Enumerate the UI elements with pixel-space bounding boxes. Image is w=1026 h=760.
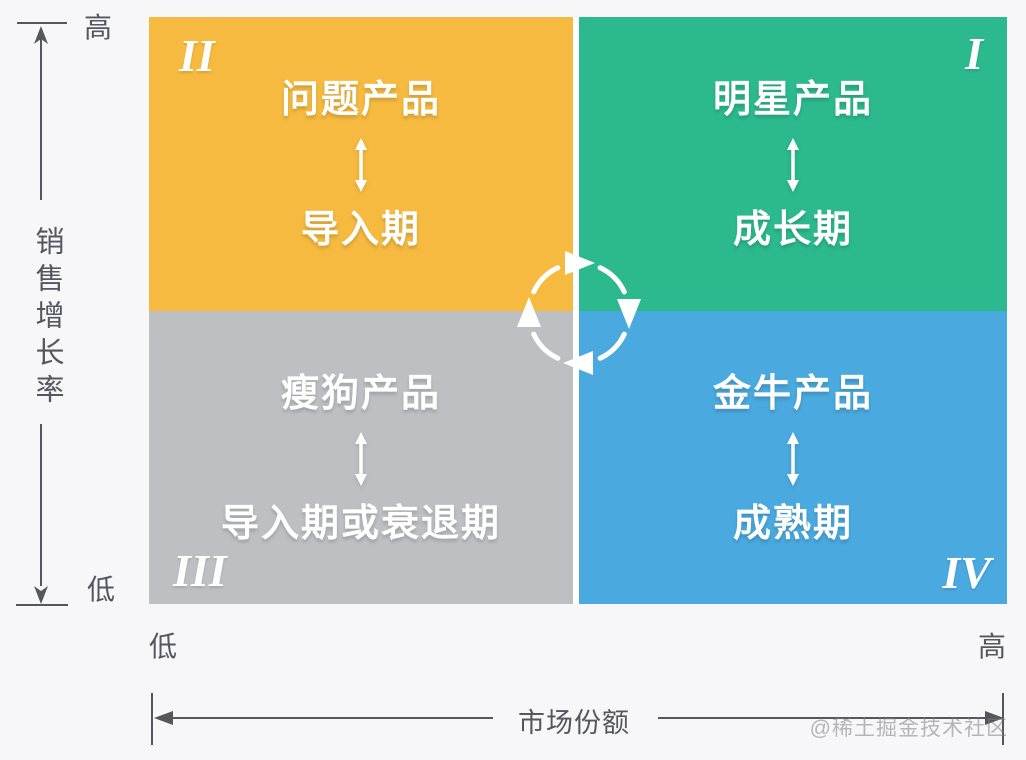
quadrant-dog-products: III 瘦狗产品 导入期或衰退期 — [149, 311, 573, 604]
x-axis-low-label: 低 — [149, 631, 178, 662]
product-label-question: 问题产品 — [280, 79, 441, 121]
stage-label-dog: 导入期或衰退期 — [220, 503, 501, 545]
matrix-divider — [573, 17, 579, 604]
y-axis-arrow — [16, 22, 68, 606]
y-axis-title: 销售增长率 — [31, 226, 63, 411]
up-down-arrow-icon — [787, 138, 799, 192]
quadrant-iii-numeral: III — [173, 545, 227, 596]
matrix: II 问题产品 导入期 I 明星产品 成长期 — [149, 17, 1007, 604]
y-axis-low-label: 低 — [87, 574, 116, 605]
quadrant-star-products: I 明星产品 成长期 — [579, 17, 1007, 311]
product-label-star: 明星产品 — [712, 79, 873, 121]
x-axis-arrow — [151, 693, 1004, 745]
x-axis-high-label: 高 — [978, 631, 1007, 662]
up-down-arrow-icon — [787, 432, 799, 486]
quadrant-question-products: II 问题产品 导入期 — [149, 17, 573, 311]
quadrant-ii-numeral: II — [179, 30, 215, 81]
quadrant-cashcow-products: IV 金牛产品 成熟期 — [579, 311, 1007, 604]
product-label-dog: 瘦狗产品 — [280, 373, 441, 415]
quadrant-i-numeral: I — [965, 28, 983, 79]
stage-label-question: 导入期 — [300, 209, 421, 251]
up-down-arrow-icon — [355, 138, 367, 192]
quadrant-iv-numeral: IV — [942, 547, 991, 598]
y-axis-high-label: 高 — [84, 12, 113, 43]
product-label-cashcow: 金牛产品 — [712, 373, 873, 415]
cycle-clockwise-arrows-icon — [517, 251, 641, 375]
stage-label-star: 成长期 — [732, 209, 853, 251]
watermark: @稀土掘金技术社区 — [809, 717, 1008, 740]
stage-label-cashcow: 成熟期 — [732, 503, 853, 545]
up-down-arrow-icon — [355, 432, 367, 486]
x-axis-title: 市场份额 — [518, 708, 630, 738]
